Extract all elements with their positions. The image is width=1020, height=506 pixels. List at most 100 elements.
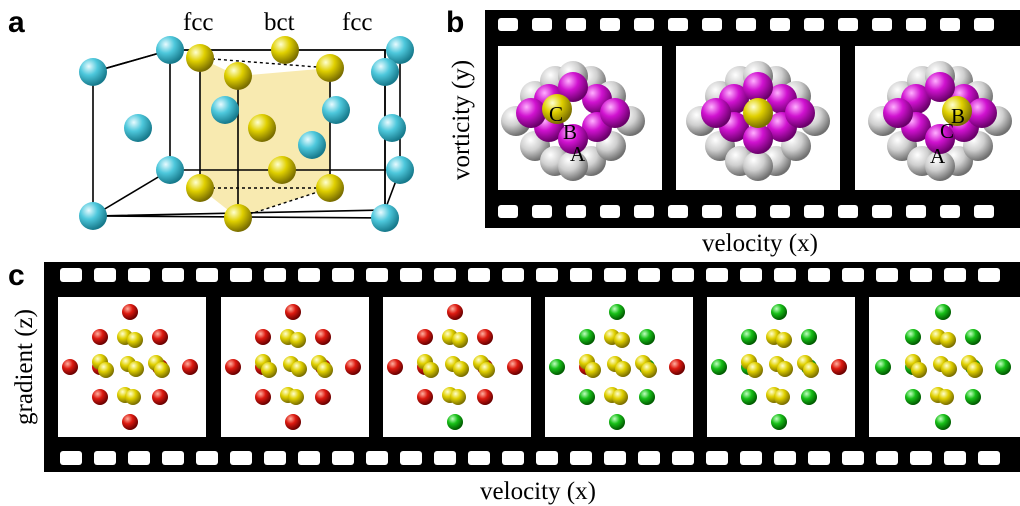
yellow-atom — [450, 389, 466, 405]
magenta-atom — [743, 72, 773, 102]
film-hole — [872, 205, 892, 218]
film-hole — [808, 268, 830, 282]
film-hole — [196, 268, 218, 282]
film-hole — [536, 268, 558, 282]
yellow-atom — [224, 62, 252, 90]
yellow-atom — [186, 174, 214, 202]
red-atom — [447, 304, 463, 320]
yellow-atom — [938, 389, 954, 405]
x-axis-label-b: velocity (x) — [702, 230, 818, 257]
yellow-atom — [614, 332, 630, 348]
red-atom — [315, 329, 331, 345]
green-atom — [771, 304, 787, 320]
film-holes-b — [498, 18, 994, 218]
cyan-atom — [386, 156, 414, 184]
film-hole — [600, 205, 620, 218]
film-hole — [570, 268, 592, 282]
film-hole — [566, 18, 586, 31]
green-atom — [965, 329, 981, 345]
film-hole — [940, 18, 960, 31]
y-axis-label-c: gradient (z) — [11, 309, 38, 425]
magenta-atom — [558, 124, 588, 154]
yellow-atom — [127, 332, 143, 348]
film-hole — [808, 451, 830, 465]
yellow-atom — [942, 96, 972, 126]
yellow-atom — [288, 389, 304, 405]
magenta-atom — [600, 98, 630, 128]
green-atom — [995, 359, 1011, 375]
film-hole — [906, 205, 926, 218]
yellow-atom — [316, 54, 344, 82]
film-hole — [604, 268, 626, 282]
green-atom — [639, 329, 655, 345]
lattice-label-fcc-right: fcc — [342, 9, 373, 36]
film-hole — [740, 268, 762, 282]
x-axis-label-c: velocity (x) — [480, 478, 596, 505]
film-hole — [498, 205, 518, 218]
film-hole — [736, 18, 756, 31]
film-hole — [264, 268, 286, 282]
film-hole — [468, 451, 490, 465]
lattice-label-fcc-left: fcc — [183, 9, 214, 36]
film-hole — [638, 268, 660, 282]
yellow-atom — [128, 361, 144, 377]
magenta-atom — [701, 98, 731, 128]
film-hole — [944, 451, 966, 465]
film-hole — [842, 268, 864, 282]
green-atom — [609, 414, 625, 430]
magenta-atom — [967, 98, 997, 128]
film-hole — [876, 268, 898, 282]
film-hole — [298, 451, 320, 465]
film-hole — [838, 205, 858, 218]
yellow-atom — [743, 98, 773, 128]
film-hole — [978, 451, 1000, 465]
y-axis-label-b: vorticity (y) — [448, 60, 475, 180]
yellow-atom — [271, 36, 299, 64]
film-hole — [804, 205, 824, 218]
yellow-atom — [479, 362, 495, 378]
yellow-atom — [316, 174, 344, 202]
film-strip-b: C B A B C A — [485, 10, 1020, 228]
lattice-label-bct: bct — [264, 9, 295, 36]
yellow-atom — [585, 362, 601, 378]
green-atom — [741, 329, 757, 345]
film-hole — [944, 268, 966, 282]
green-atom — [905, 329, 921, 345]
film-hole — [230, 451, 252, 465]
film-hole — [604, 451, 626, 465]
film-hole — [638, 451, 660, 465]
film-hole — [668, 205, 688, 218]
yellow-atom — [747, 362, 763, 378]
red-atom — [92, 389, 108, 405]
crystal-structure-diagram — [79, 36, 414, 232]
yellow-atom — [248, 114, 276, 142]
yellow-atom — [615, 361, 631, 377]
film-hole — [128, 451, 150, 465]
film-hole — [434, 268, 456, 282]
red-atom — [122, 304, 138, 320]
cyan-atom — [371, 58, 399, 86]
red-atom — [507, 359, 523, 375]
yellow-atom — [291, 361, 307, 377]
film-hole — [702, 18, 722, 31]
film-hole — [940, 205, 960, 218]
yellow-atom — [98, 362, 114, 378]
red-atom — [477, 389, 493, 405]
film-hole — [774, 451, 796, 465]
stacking-atoms-b — [501, 61, 1012, 181]
cyan-atom — [298, 131, 326, 159]
film-hole — [570, 451, 592, 465]
film-hole — [532, 205, 552, 218]
film-hole — [600, 18, 620, 31]
red-atom — [62, 359, 78, 375]
yellow-atom — [967, 362, 983, 378]
cyan-atom — [378, 114, 406, 142]
film-hole — [162, 268, 184, 282]
atom-letter-b1-c: C — [549, 102, 563, 126]
yellow-atom — [423, 362, 439, 378]
film-hole — [974, 205, 994, 218]
yellow-atom — [452, 332, 468, 348]
panel-label-b: b — [446, 6, 464, 39]
green-atom — [875, 359, 891, 375]
panel-label-c: c — [8, 259, 25, 292]
